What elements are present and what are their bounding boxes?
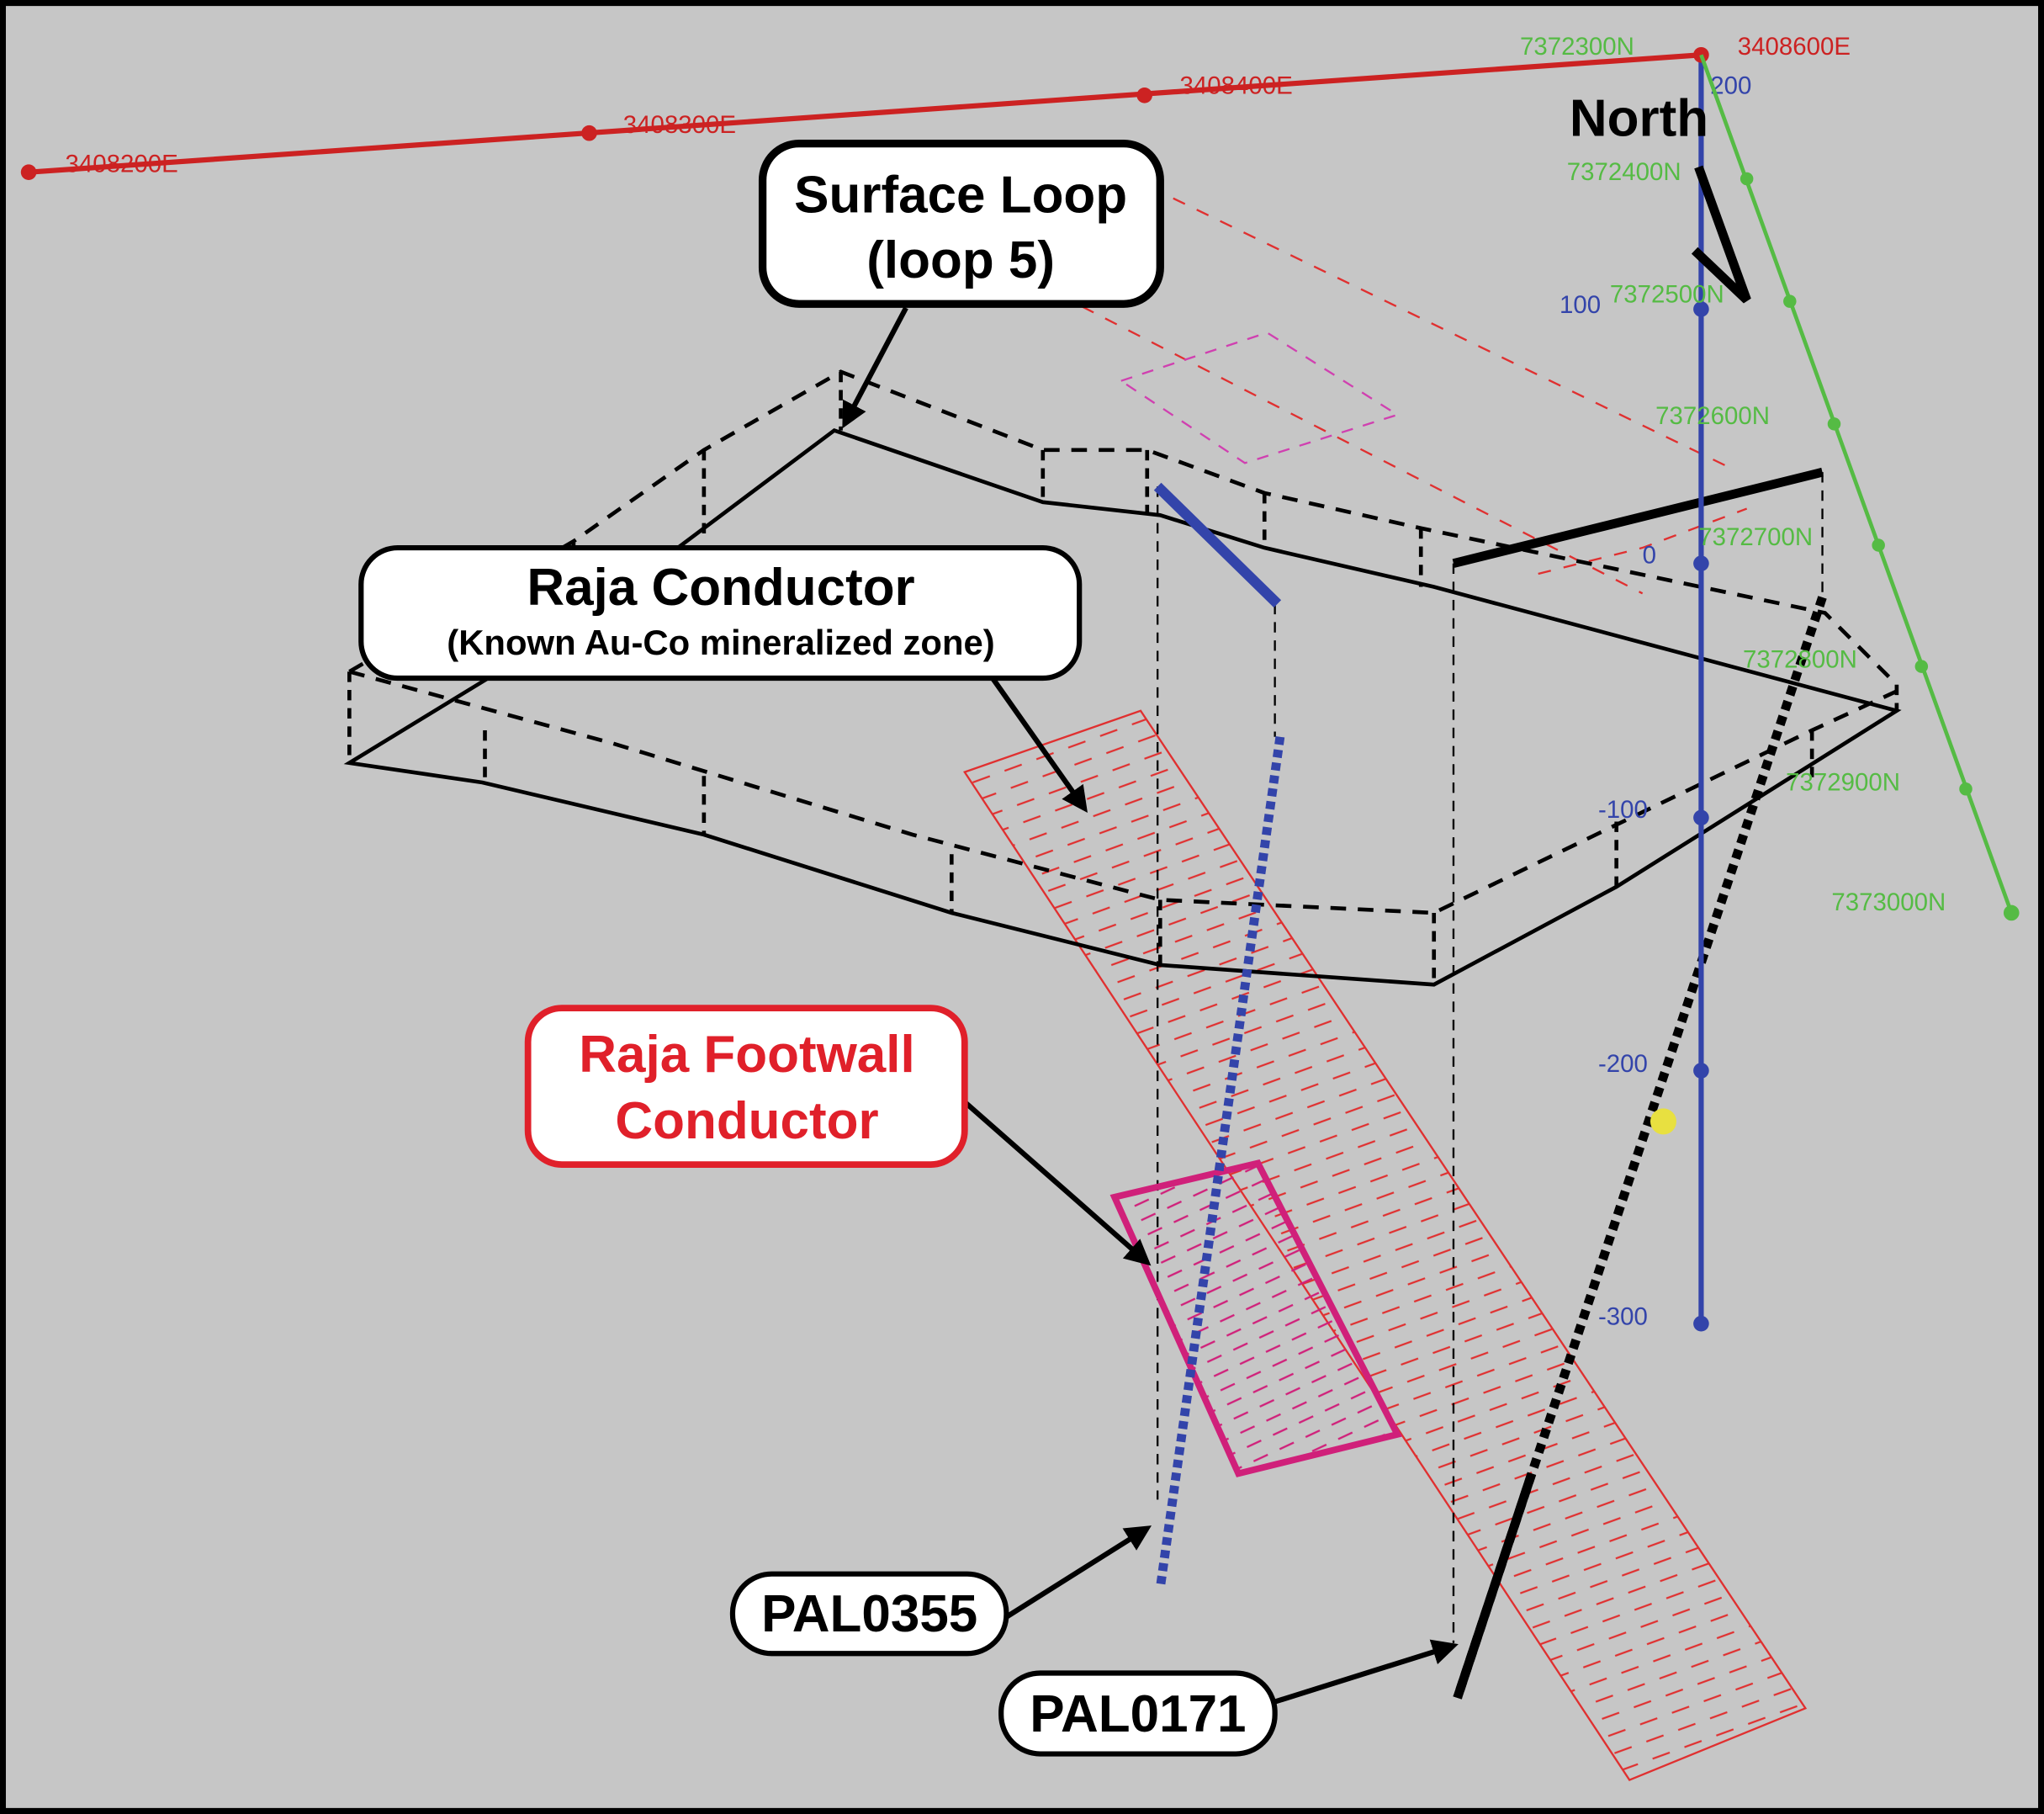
callout-subtitle: (Known Au-Co mineralized zone) (447, 623, 994, 662)
raja-conductor-plate (963, 709, 1808, 1781)
north-label: North (1570, 89, 1708, 147)
north-arrow: North (1570, 89, 1751, 304)
northing-label: 7372900N (1786, 768, 1900, 796)
footwall-conductor-plate (1109, 1159, 1403, 1477)
callout-arrows (842, 306, 1459, 1705)
callout-text: Conductor (615, 1092, 878, 1150)
elevation-axis: 200 100 0 -100 -200 -300 (1559, 55, 1751, 1332)
elevation-label: 0 (1643, 542, 1656, 570)
callout-text: Raja Footwall (579, 1026, 914, 1084)
drillhole-pal0171 (1453, 596, 1827, 1700)
collar-marker (1649, 1108, 1676, 1135)
pal0355-surface-trace (1153, 482, 1282, 608)
callout-text: PAL0355 (761, 1585, 977, 1643)
callout-title: Raja Conductor (527, 559, 914, 617)
footwall-projection (1119, 332, 1401, 464)
northing-label: 7372500N (1610, 281, 1724, 309)
callout-footwall-conductor: Raja Footwall Conductor (524, 1005, 968, 1168)
easting-label: 3408400E (1180, 72, 1293, 100)
northing-label: 7372700N (1698, 523, 1813, 551)
northing-axis: 7372300N 7372400N 7372500N 7372600N 7372… (1520, 33, 2020, 921)
surface-loop (343, 369, 1902, 987)
callout-text: Surface Loop (794, 167, 1127, 225)
pal0171-surface-trace (1452, 467, 1824, 568)
callout-text: PAL0171 (1030, 1685, 1246, 1743)
northing-label: 7372600N (1655, 402, 1770, 430)
drillhole-pal0171-thick (1453, 1472, 1537, 1700)
easting-label: 3408300E (623, 111, 736, 139)
easting-axis: 3408200E 3408300E 3408400E 3408600E (20, 33, 1851, 181)
northing-label: 7373000N (1831, 888, 1946, 916)
easting-label: 3408200E (65, 151, 177, 178)
callout-pal0171: PAL0171 (998, 1670, 1278, 1757)
easting-label: 3408600E (1738, 33, 1851, 61)
plate-projection-lines (1081, 197, 1748, 595)
elevation-label: 100 (1559, 291, 1601, 319)
northing-label: 7372400N (1567, 158, 1681, 186)
callout-text: (loop 5) (866, 231, 1055, 289)
elevation-label: -100 (1598, 796, 1648, 824)
elevation-label: -300 (1598, 1303, 1648, 1331)
collar-plumb-lines (1157, 472, 1824, 1643)
northing-label: 7372800N (1743, 646, 1857, 674)
north-arrow-icon (1691, 165, 1751, 304)
callout-pal0355: PAL0355 (729, 1571, 1009, 1657)
northing-label: 7372300N (1520, 33, 1634, 61)
callout-raja-conductor: Raja Conductor (Known Au-Co mineralized … (358, 544, 1083, 682)
callout-surface-loop: Surface Loop (loop 5) (758, 139, 1164, 308)
elevation-label: -200 (1598, 1050, 1648, 1078)
